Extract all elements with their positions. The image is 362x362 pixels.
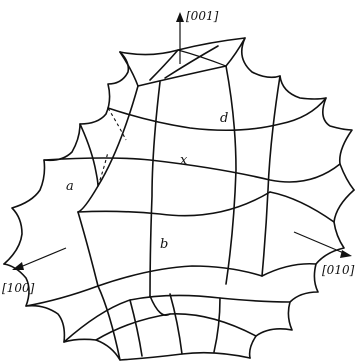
label-point-b: b — [160, 237, 168, 252]
meridian-right — [225, 65, 237, 285]
hidden-edge-2 — [107, 107, 127, 141]
cap-edge-6 — [177, 49, 227, 67]
grid-col-5 — [149, 295, 171, 316]
meridians — [77, 65, 281, 297]
label-point-d: d — [220, 111, 228, 126]
arrowhead-001 — [176, 12, 184, 22]
outer-outline — [3, 37, 355, 361]
band-right-mid — [269, 191, 335, 223]
label-point-x: x — [180, 153, 188, 168]
top-cap — [119, 37, 246, 87]
grid-col-3 — [169, 293, 183, 355]
latitude-equator — [43, 157, 341, 183]
meridian-far-left — [79, 123, 99, 187]
latitudes — [43, 97, 341, 287]
label-axis-100: [100] — [2, 281, 35, 295]
cap-edge-2 — [137, 65, 227, 87]
arrowhead-100 — [12, 262, 24, 270]
meridian-left — [77, 85, 139, 213]
arrowhead-010 — [340, 250, 352, 258]
meridian-center — [149, 81, 161, 297]
meridian-far-right — [261, 75, 281, 277]
label-axis-001: [001] — [186, 9, 219, 23]
label-axis-010: [010] — [322, 263, 355, 277]
bottom-grid — [25, 285, 291, 361]
outline-left — [3, 51, 130, 265]
band-b — [97, 265, 263, 287]
hidden-edges — [97, 107, 127, 187]
axis-001 — [176, 12, 184, 64]
cap-edge-3 — [225, 37, 246, 67]
label-point-a: a — [66, 179, 74, 194]
latitude-upper — [107, 97, 327, 132]
latitude-lower — [77, 191, 271, 217]
grid-row-1 — [63, 294, 291, 343]
grid-col-2 — [129, 299, 143, 357]
band-a-b — [77, 211, 99, 287]
hidden-edge-1 — [97, 151, 109, 187]
cap-edge-5 — [164, 45, 219, 79]
axis-010 — [293, 231, 352, 258]
band-right-lower — [261, 262, 317, 277]
axis-100 — [12, 247, 67, 270]
outline-bottom — [3, 263, 251, 361]
cap-edge-4 — [149, 49, 179, 81]
grid-col-4 — [213, 297, 221, 353]
grid-col-1 — [97, 285, 121, 361]
grid-row-3 — [25, 285, 99, 307]
cap-edge-1 — [119, 51, 139, 87]
outline-right — [248, 189, 355, 359]
outline-top — [119, 37, 355, 191]
